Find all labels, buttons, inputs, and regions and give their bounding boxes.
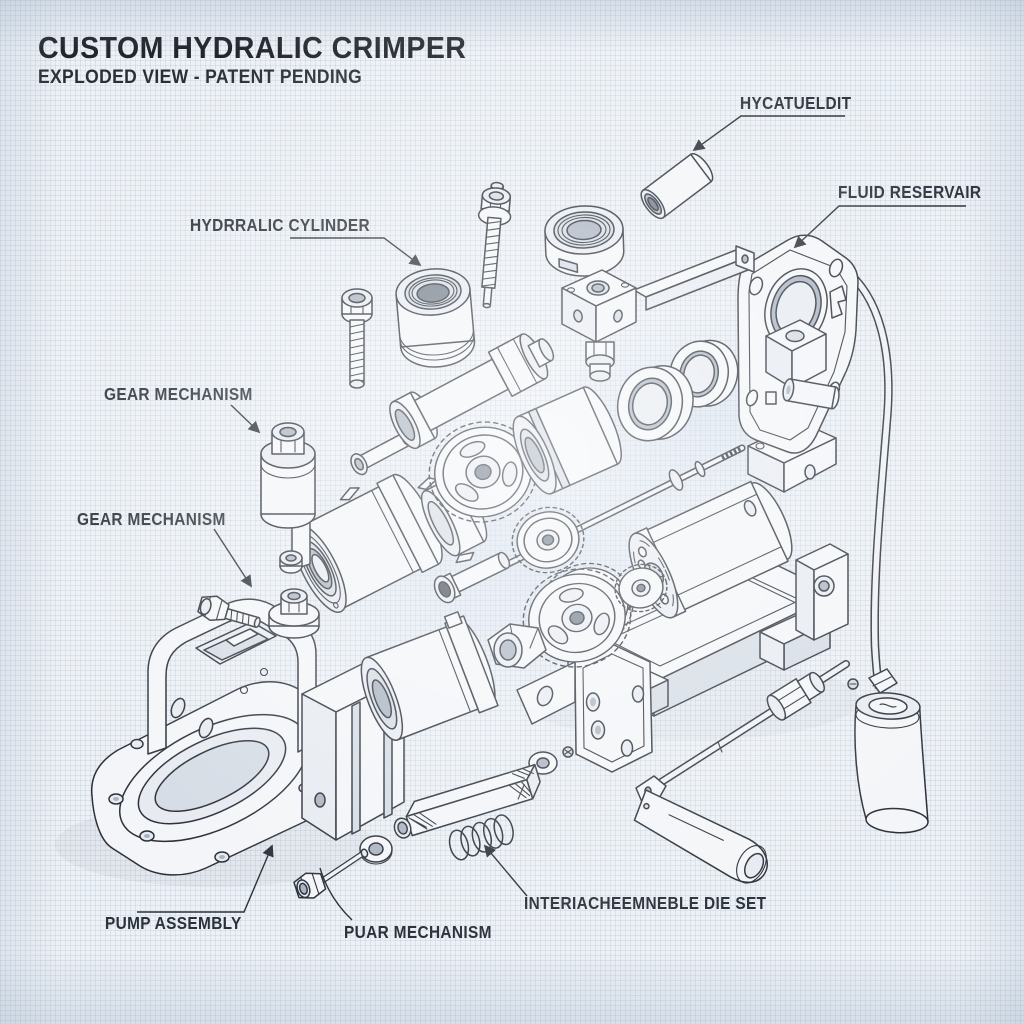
label-puar-mechanism: PUAR MECHANISM (344, 922, 492, 942)
hex-bolt (197, 595, 261, 629)
cluster-gear (522, 562, 634, 668)
leader-gear-mechanism-lower (213, 528, 252, 588)
label-gear-mechanism-upper: GEAR MECHANISM (104, 384, 253, 404)
pinion-gear (614, 563, 668, 613)
page-subtitle: EXPLODED VIEW - PATENT PENDING (38, 67, 363, 88)
label-hydraulic-cylinder: HYDRRALIC CYLINDER (190, 215, 371, 235)
small-screw-head (562, 746, 574, 758)
hydraulic-cylinder-body (395, 268, 476, 368)
piston-rod (389, 333, 555, 450)
leader-lines (137, 115, 966, 921)
label-die-set: INTERIACHEEMNEBLE DIE SET (524, 893, 767, 913)
hose-elbow (868, 668, 898, 694)
page-title: CUSTOM HYDRALIC CRIMPER (38, 30, 467, 65)
leader-fluid-reservoir (793, 205, 966, 249)
hub-bushing (268, 588, 320, 639)
lock-nut (279, 550, 303, 574)
label-pump-assembly: PUMP ASSEMBLY (105, 913, 242, 933)
cap-screw-lower (433, 551, 511, 604)
main-drive-gear (428, 421, 538, 523)
leader-hycatueldit (692, 115, 845, 152)
leader-hydraulic-cylinder (290, 237, 422, 267)
leader-puar-mechanism (319, 867, 353, 921)
label-fluid-reservoir: FLUID RESERVAIR (838, 182, 982, 202)
canister-drum (360, 611, 499, 741)
o-ring-bearing-front (616, 365, 694, 442)
set-screw (477, 181, 512, 309)
bracket-arm-block (561, 245, 755, 382)
o-ring-bearing-rear (669, 339, 739, 408)
idler-gear (511, 506, 585, 574)
pin-bolt (293, 848, 369, 899)
die-bar (393, 763, 541, 839)
leader-pump-assembly (137, 844, 274, 913)
grip-handle (854, 692, 929, 834)
stepped-bushing (260, 422, 316, 571)
gland-nut-ring (544, 205, 625, 277)
bearing-drum (292, 473, 443, 613)
grooved-drum (512, 386, 622, 495)
label-gear-mechanism-lower: GEAR MECHANISM (77, 509, 226, 529)
reservoir-hose (840, 264, 893, 689)
hex-fitting-nut (487, 623, 547, 669)
fluid-reservoir-plate (737, 234, 859, 454)
pump-handle-rod (633, 660, 850, 884)
label-hycatueldit: HYCATUELDIT (740, 93, 852, 113)
socket-head-bolt (341, 288, 373, 389)
tiny-screw (847, 678, 859, 690)
leader-gear-mechanism-upper (230, 404, 261, 434)
leader-die-set (483, 844, 528, 897)
pin-cylinder (640, 152, 714, 220)
